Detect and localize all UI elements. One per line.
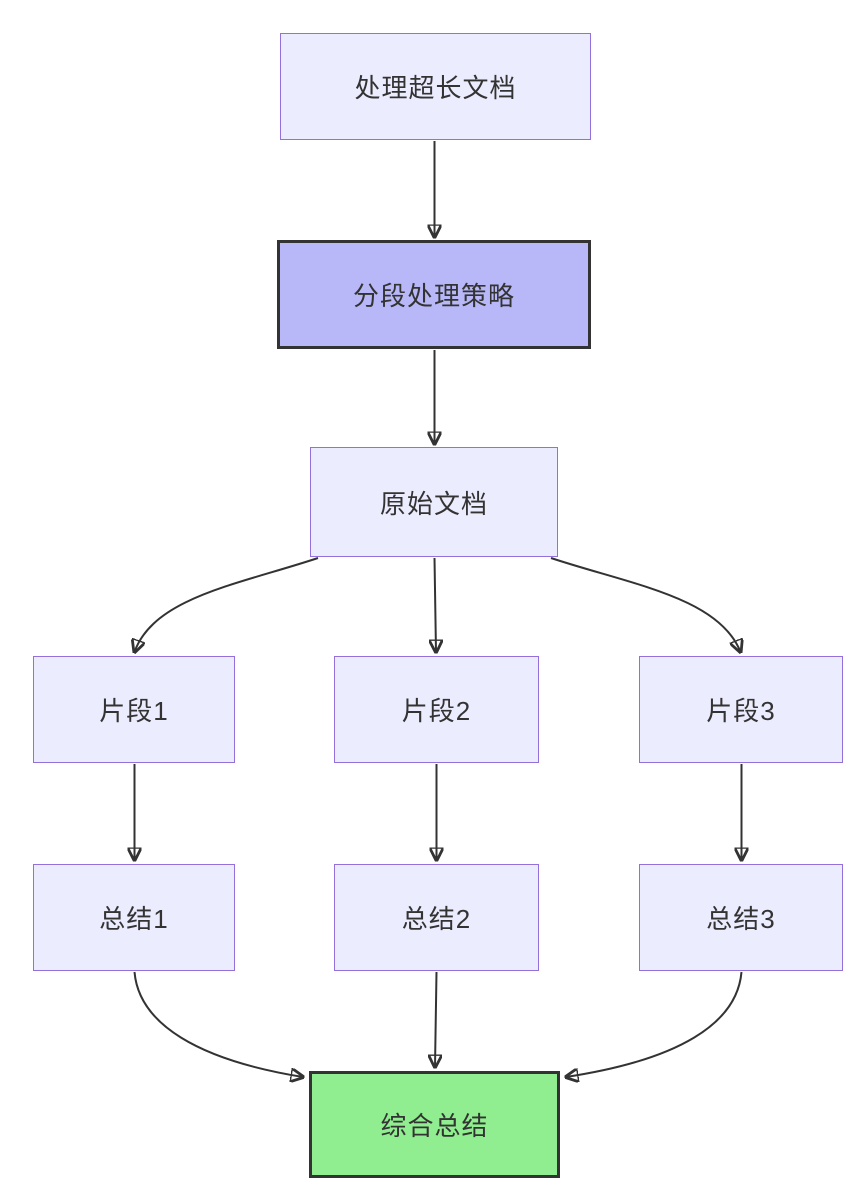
node-fragment-2-label: 片段2 xyxy=(401,696,472,726)
node-fragment-1-label: 片段1 xyxy=(99,696,169,726)
node-goal-label: 处理超长文档 xyxy=(354,73,517,103)
node-summary-1-label: 总结1 xyxy=(99,904,169,934)
node-fragment-1: 片段1 xyxy=(33,656,235,763)
node-summary-2: 总结2 xyxy=(334,864,539,971)
node-fragment-3-label: 片段3 xyxy=(706,696,776,726)
node-original-document: 原始文档 xyxy=(310,447,558,557)
node-final-summary-label: 综合总结 xyxy=(380,1111,489,1141)
edge-summary1-final xyxy=(133,971,304,1077)
node-strategy-label: 分段处理策略 xyxy=(352,281,515,311)
node-original-document-label: 原始文档 xyxy=(379,488,488,519)
edge-original-fragment3 xyxy=(550,557,741,652)
node-final-summary: 综合总结 xyxy=(309,1071,560,1178)
edge-original-fragment2 xyxy=(435,557,437,652)
edge-original-fragment1 xyxy=(135,557,319,652)
edge-summary2-final xyxy=(435,971,437,1067)
node-fragment-2: 片段2 xyxy=(334,656,539,763)
node-summary-1: 总结1 xyxy=(33,864,235,971)
node-summary-3-label: 总结3 xyxy=(706,904,776,934)
node-fragment-3: 片段3 xyxy=(639,656,843,763)
node-goal: 处理超长文档 xyxy=(280,33,591,140)
node-strategy: 分段处理策略 xyxy=(277,240,591,349)
node-summary-3: 总结3 xyxy=(639,864,843,971)
node-summary-2-label: 总结2 xyxy=(401,904,472,934)
edge-summary3-final xyxy=(566,971,743,1077)
